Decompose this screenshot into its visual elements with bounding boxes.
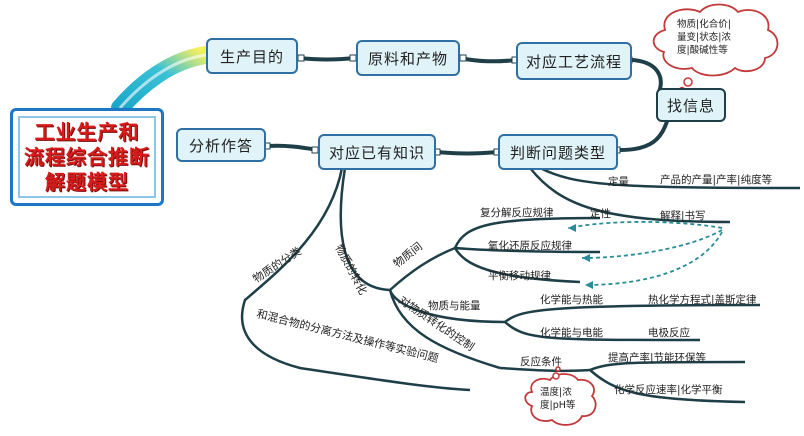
branch-between-double bbox=[453, 216, 601, 249]
label-thermo-eq: 热化学方程式|盖斯定律 bbox=[648, 294, 757, 306]
link-judge-knowledge bbox=[434, 150, 500, 156]
label-electrode: 电极反应 bbox=[648, 327, 690, 339]
branch-energy-elec bbox=[504, 321, 701, 342]
label-chem-elec: 化学能与电能 bbox=[540, 327, 603, 339]
label-qual: 定性 bbox=[590, 208, 611, 220]
dashed-arrow-2 bbox=[581, 229, 723, 259]
branch-between-eq bbox=[453, 247, 581, 284]
label-quant-detail: 产品的产量|产率|纯度等 bbox=[660, 174, 773, 186]
cloud-bottom-text: 温度|浓 度|pH等 bbox=[540, 387, 576, 411]
node-process[interactable]: 对应工艺流程 bbox=[516, 42, 632, 80]
arrowhead bbox=[568, 224, 576, 232]
branch-energy bbox=[388, 289, 506, 324]
cloud-bubble bbox=[552, 372, 560, 380]
link-knowledge-analyze bbox=[266, 143, 320, 152]
branch-quant bbox=[539, 166, 801, 190]
root-ribbon bbox=[111, 46, 215, 117]
arrowhead bbox=[582, 254, 590, 262]
label-quant: 定量 bbox=[608, 176, 629, 188]
root-title-box: 工业生产和 流程综合推断 解题模型 bbox=[10, 108, 164, 206]
label-matter-class: 物质的分类 bbox=[250, 244, 304, 286]
label-double-decomp: 复分解反应规律 bbox=[480, 207, 554, 219]
label-redox: 氧化还原反应规律 bbox=[488, 240, 572, 252]
label-chem-heat: 化学能与热能 bbox=[540, 294, 603, 306]
label-equilibrium: 平衡移动规律 bbox=[488, 270, 551, 282]
root-ribbon-highlight bbox=[118, 53, 207, 109]
arrowhead bbox=[585, 281, 593, 289]
cloud-top-text: 物质|化合价| 量变|状态|浓 度|酸碱性等 bbox=[677, 19, 731, 56]
node-judge-type[interactable]: 判断问题类型 bbox=[498, 134, 618, 170]
label-rate-eq: 化学反应速率|化学平衡 bbox=[614, 384, 723, 396]
link-process-findinfo bbox=[630, 58, 663, 96]
dashed-arrow-3 bbox=[584, 231, 723, 286]
node-find-info[interactable]: 找信息 bbox=[656, 88, 726, 122]
node-materials[interactable]: 原料和产物 bbox=[356, 40, 460, 76]
link-materials-process bbox=[458, 56, 520, 64]
label-qual-detail: 解释|书写 bbox=[660, 210, 706, 222]
label-reaction-cond: 反应条件 bbox=[520, 356, 562, 368]
label-matter-energy: 物质与能量 bbox=[428, 300, 481, 312]
branch-control-cond bbox=[499, 366, 591, 373]
marker bbox=[459, 54, 467, 62]
node-existing-knowledge[interactable]: 对应已有知识 bbox=[318, 134, 436, 170]
root-title: 工业生产和 流程综合推断 解题模型 bbox=[24, 119, 150, 194]
info-cloud-top bbox=[652, 3, 779, 77]
dashed-arrow-1 bbox=[567, 221, 723, 229]
branch-transform bbox=[339, 167, 456, 292]
node-purpose[interactable]: 生产目的 bbox=[206, 38, 298, 74]
label-yield-green: 提高产率|节能环保等 bbox=[608, 352, 707, 364]
link-purpose-materials bbox=[296, 56, 357, 62]
info-cloud-bottom bbox=[524, 373, 597, 426]
branch-qual bbox=[529, 167, 731, 224]
marker bbox=[297, 54, 305, 62]
branch-class-separation bbox=[240, 167, 471, 392]
cloud-bubble bbox=[555, 366, 561, 372]
link-findinfo-judge bbox=[618, 116, 670, 152]
branch-cond-yield bbox=[589, 360, 746, 372]
branch-cond-rate bbox=[589, 369, 746, 404]
node-analyze-answer[interactable]: 分析作答 bbox=[176, 128, 266, 162]
label-matter-transform: 物质的转化 bbox=[332, 242, 370, 297]
branch-between-redox bbox=[454, 246, 601, 254]
branch-control bbox=[388, 289, 501, 370]
cloud-bubble bbox=[683, 77, 693, 87]
branch-energy-heat bbox=[504, 303, 761, 323]
